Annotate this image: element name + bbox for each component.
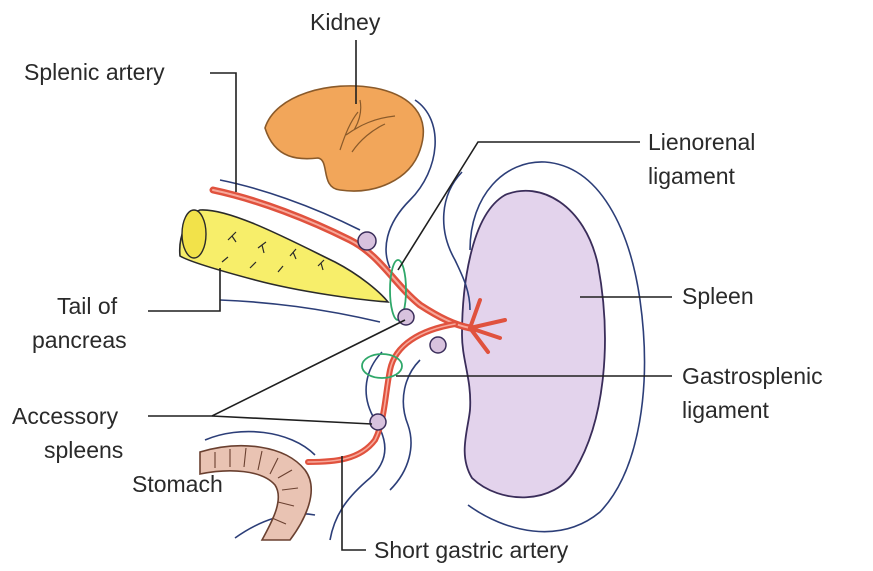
label-gastrosplenic-line1: Gastrosplenic: [682, 363, 823, 389]
pancreas-cut-surface: [182, 210, 206, 258]
accessory-spleen: [358, 232, 376, 250]
gastrosplenic-membrane-right: [390, 360, 420, 490]
label-short-gastric: Short gastric artery: [374, 537, 569, 563]
leader-accessory-spleens: [148, 320, 405, 416]
leader-splenic-artery: [210, 73, 236, 192]
accessory-spleen: [430, 337, 446, 353]
label-lienorenal-line1: Lienorenal: [648, 129, 755, 155]
label-kidney: Kidney: [310, 9, 381, 35]
label-spleen: Spleen: [682, 283, 754, 309]
label-accessory-line1: Accessory: [12, 403, 119, 429]
label-tail-line2: pancreas: [32, 327, 127, 353]
label-lienorenal-line2: ligament: [648, 163, 736, 189]
label-tail-line1: Tail of: [57, 293, 118, 319]
label-accessory-line2: spleens: [44, 437, 123, 463]
label-splenic-artery: Splenic artery: [24, 59, 165, 85]
leader-tail-of-pancreas: [148, 268, 220, 311]
pancreas-membrane-lower: [220, 300, 380, 322]
label-stomach: Stomach: [132, 471, 223, 497]
accessory-spleen: [370, 414, 386, 430]
label-gastrosplenic-line2: ligament: [682, 397, 770, 423]
leader-accessory-spleens-2: [212, 416, 372, 424]
gastrosplenic-membrane-left: [330, 352, 385, 540]
gastrosplenic-ligament-marker: [362, 354, 402, 378]
pancreas-tail: [180, 210, 388, 302]
